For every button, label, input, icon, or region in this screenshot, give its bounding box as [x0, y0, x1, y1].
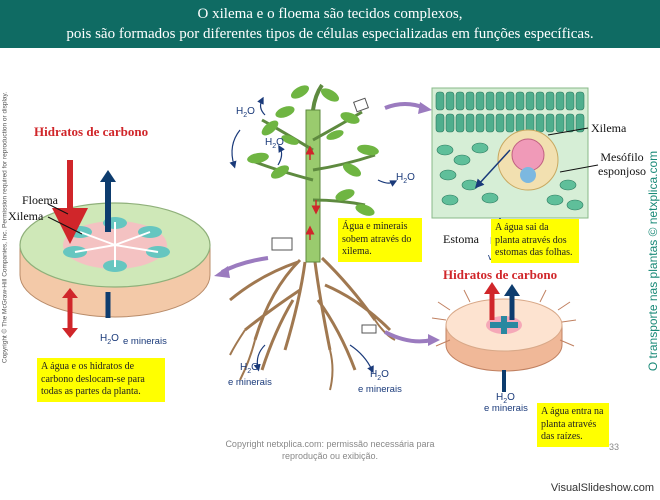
- root-note: A água entra na planta através das raíze…: [537, 403, 609, 447]
- root-cross-section: [431, 282, 577, 392]
- plant-note: Água e minerais sobem através do xilema.: [338, 218, 422, 262]
- brand-bar: VisualSlideshow.com: [0, 478, 660, 500]
- plant-h2o-3: H2O: [396, 172, 415, 185]
- brand-link[interactable]: VisualSlideshow.com: [550, 482, 654, 494]
- stem-h2o: H2O: [100, 333, 119, 346]
- plant-minerals-2: e minerais: [358, 384, 402, 395]
- root-h2o: H2O: [496, 392, 515, 405]
- plant-h2o-1: H2O: [236, 106, 255, 119]
- stem-cross-section: [19, 160, 211, 338]
- leaf-note: A água sai da planta através dos estomas…: [491, 219, 579, 263]
- plant-h2o-5: H2O: [370, 369, 389, 382]
- stem-xilema-label: Xilema: [8, 209, 44, 223]
- stem-minerals: e minerais: [123, 336, 167, 347]
- floema-label: Floema: [22, 193, 58, 207]
- footer-copyright: Copyright netxplica.com: permissão neces…: [225, 439, 435, 461]
- plant-minerals-1: e minerais: [228, 377, 272, 388]
- leaf-cross-section: [431, 87, 599, 240]
- slide-title: O xilema e o floema são tecidos complexo…: [0, 0, 660, 48]
- plant-h2o-4: H2O: [240, 362, 259, 375]
- root-minerals: e minerais: [484, 403, 528, 414]
- stem-carbs-label: Hidratos de carbono: [34, 124, 149, 139]
- plant-illustration: [229, 83, 398, 391]
- root-carbs-label: Hidratos de carbono: [443, 267, 558, 282]
- plant-h2o-2: H2O: [265, 137, 284, 150]
- stem-note: A água e os hidratos de carbono deslocam…: [37, 358, 165, 402]
- page-number: 33: [609, 442, 620, 452]
- title-line-2: pois são formados por diferentes tipos d…: [66, 26, 594, 42]
- estoma-label: Estoma: [443, 232, 479, 246]
- leaf-xilema-label: Xilema: [591, 121, 627, 135]
- mesofilo-label: Mesófilo esponjoso: [598, 150, 646, 178]
- title-line-1: O xilema e o floema são tecidos complexo…: [197, 6, 463, 22]
